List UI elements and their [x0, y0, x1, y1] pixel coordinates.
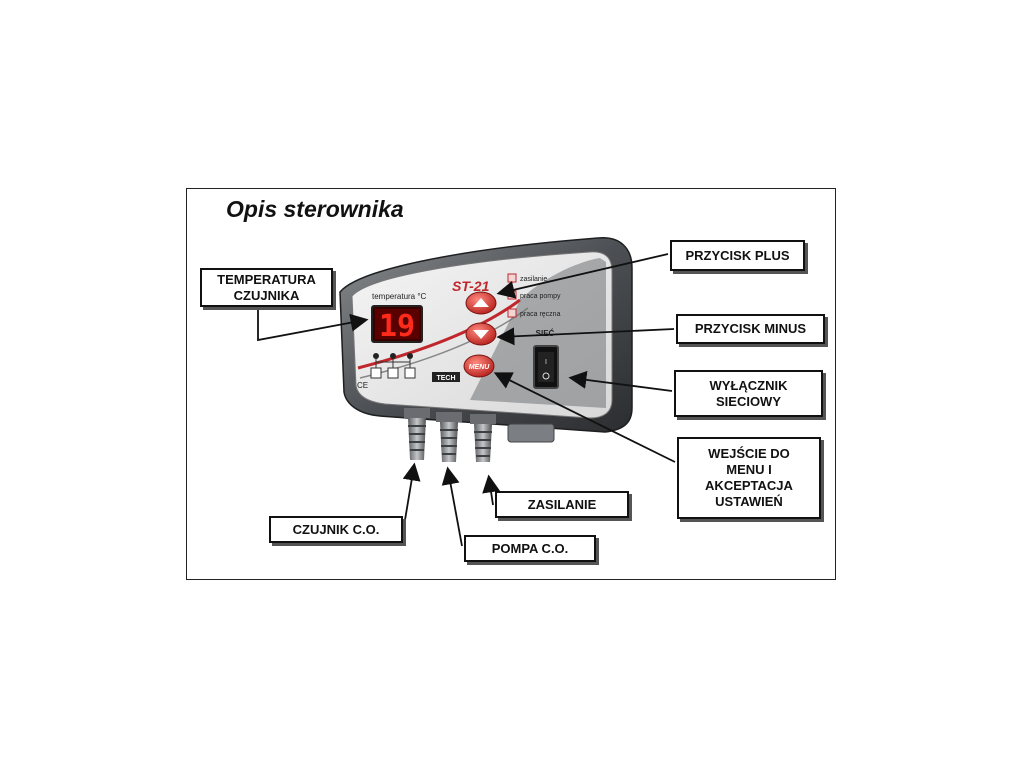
arrow-wylacznik: [568, 370, 673, 392]
svg-text:MENU: MENU: [469, 364, 491, 371]
callout-arrows: [257, 253, 676, 547]
arrow-zasilanie: [482, 474, 501, 506]
arrow-temperatura: [257, 307, 369, 342]
label-czujnik-co: CZUJNIK C.O.: [269, 516, 403, 543]
status-praca-pompy: praca pompy: [520, 293, 561, 300]
label-pompa-co: POMPA C.O.: [464, 535, 596, 562]
menu-button[interactable]: MENU: [463, 354, 495, 378]
arrow-czujnik: [402, 462, 421, 521]
mounting-boss: [507, 423, 555, 443]
svg-text:TECH: TECH: [436, 375, 455, 382]
plus-button[interactable]: [465, 291, 497, 315]
output-indicators: [370, 353, 416, 379]
arrow-down-icon: [473, 330, 489, 339]
label-wylacznik-sieciowy: WYŁĄCZNIK SIECIOWY: [674, 370, 823, 417]
minus-button[interactable]: [465, 322, 497, 346]
status-praca-reczna: praca ręczna: [520, 311, 561, 318]
display-value: 19: [379, 309, 415, 344]
arrow-minus: [496, 327, 675, 346]
label-przycisk-plus: PRZYCISK PLUS: [670, 240, 805, 271]
temperature-display: 19: [371, 305, 423, 344]
label-temperatura-czujnika: TEMPERATURA CZUJNIKA: [200, 268, 333, 307]
svg-text:I: I: [545, 359, 547, 366]
display-caption: temperatura °C: [372, 292, 427, 301]
power-switch[interactable]: I: [533, 345, 559, 389]
switch-label: SIEĆ: [536, 329, 555, 338]
diagram-title: Opis sterownika: [226, 196, 404, 222]
arrow-menu: [493, 372, 676, 463]
label-wejscie-menu: WEJŚCIE DO MENU I AKCEPTACJA USTAWIEŃ: [677, 437, 821, 519]
model-name: ST-21: [452, 278, 490, 294]
arrow-up-icon: [473, 298, 489, 307]
led-icon: [507, 273, 517, 283]
label-przycisk-minus: PRZYCISK MINUS: [676, 314, 825, 344]
led-icon: [507, 290, 517, 300]
brand-logo: TECH: [432, 372, 460, 382]
cable-gland-czujnik: [404, 408, 430, 460]
status-zasilanie: zasilanie: [520, 276, 547, 283]
cable-gland-zasilanie: [470, 414, 496, 462]
label-zasilanie: ZASILANIE: [495, 491, 629, 518]
led-icon: [507, 308, 517, 318]
arrow-plus: [496, 253, 669, 299]
arrow-pompa: [441, 466, 463, 547]
ce-mark: CE: [357, 381, 368, 390]
cable-gland-pompa: [436, 412, 462, 462]
switch-panel: [470, 258, 606, 408]
